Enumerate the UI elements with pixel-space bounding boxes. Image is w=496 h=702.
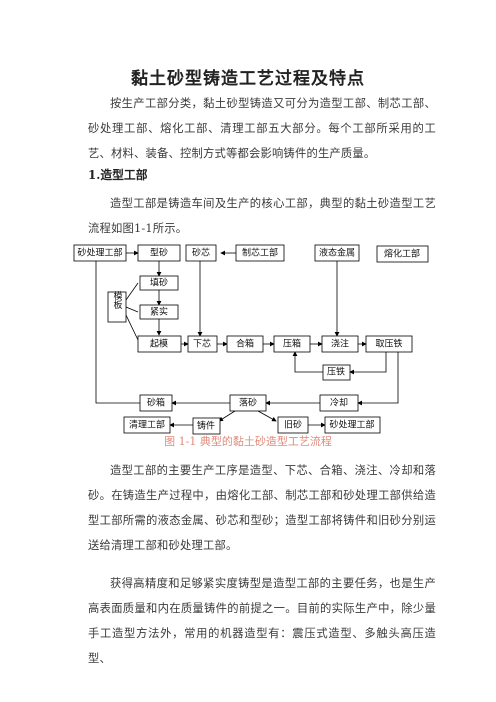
svg-text:液态金属: 液态金属 <box>319 247 355 259</box>
svg-text:合箱: 合箱 <box>236 338 254 350</box>
svg-text:压铁: 压铁 <box>327 366 345 378</box>
node-pattern-plate: 模板 <box>107 291 127 323</box>
svg-text:旧砂: 旧砂 <box>284 419 302 431</box>
svg-text:铸件: 铸件 <box>197 420 215 432</box>
svg-text:压箱: 压箱 <box>283 338 301 350</box>
node-remove-weight: 取压铁 <box>365 335 413 353</box>
molding-methods-paragraph: 获得高精度和足够紧实度铸型是造型工部的主要任务，也是生产高表面质量和内在质量铸件… <box>88 577 436 665</box>
svg-text:填砂: 填砂 <box>150 277 168 289</box>
node-used-sand: 旧砂 <box>277 416 309 434</box>
node-fill-sand: 填砂 <box>139 275 179 291</box>
svg-text:浇注: 浇注 <box>331 338 349 350</box>
svg-text:下芯: 下芯 <box>193 338 211 350</box>
node-shakeout: 落砂 <box>229 394 267 412</box>
node-casting: 铸件 <box>192 417 221 435</box>
node-core-making: 制芯工部 <box>235 244 285 262</box>
node-lift-pattern: 起模 <box>137 335 182 353</box>
svg-text:砂处理工部: 砂处理工部 <box>77 247 122 259</box>
node-sand-processing-top: 砂处理工部 <box>73 244 127 262</box>
node-flask: 砂箱 <box>139 394 173 412</box>
svg-text:砂芯: 砂芯 <box>192 247 210 259</box>
svg-text:砂处理工部: 砂处理工部 <box>329 419 374 431</box>
svg-text:起模: 起模 <box>150 339 168 350</box>
svg-text:制芯工部: 制芯工部 <box>242 247 278 259</box>
node-cleaning: 清理工部 <box>123 416 171 434</box>
node-pour: 浇注 <box>321 335 359 353</box>
node-weight-flask: 压箱 <box>273 335 311 353</box>
svg-text:清理工部: 清理工部 <box>129 419 165 431</box>
node-compaction: 紧实 <box>139 304 179 320</box>
node-close-flask: 合箱 <box>226 335 264 353</box>
svg-text:模板: 模板 <box>112 291 123 310</box>
figure-caption: 图 1-1 典型的黏土砂造型工艺流程 <box>164 435 332 448</box>
node-set-core: 下芯 <box>187 335 218 353</box>
svg-text:紧实: 紧实 <box>150 306 168 318</box>
node-model-sand: 型砂 <box>137 244 181 262</box>
intro-paragraph: 按生产工部分类，黏土砂型铸造又可分为造型工部、制芯工部、砂处理工部、熔化工部、清… <box>88 97 436 160</box>
molding-process-paragraph: 造型工部的主要生产工序是造型、下芯、合箱、浇注、冷却和落砂。在铸造生产过程中，由… <box>88 464 436 552</box>
svg-text:型砂: 型砂 <box>150 247 168 259</box>
node-weight-iron: 压铁 <box>322 364 351 381</box>
document-title: 黏土砂型铸造工艺过程及特点 <box>131 69 365 89</box>
svg-text:冷却: 冷却 <box>330 397 348 409</box>
molding-intro-paragraph: 造型工部是铸造车间及生产的核心工部，典型的黏土砂造型工艺流程如图1-1所示。 <box>88 197 436 235</box>
svg-text:熔化工部: 熔化工部 <box>384 248 420 260</box>
node-sand-core: 砂芯 <box>185 244 217 262</box>
node-sand-processing-bottom: 砂处理工部 <box>324 416 381 434</box>
node-melting: 熔化工部 <box>376 245 429 263</box>
node-liquid-metal: 液态金属 <box>314 244 360 262</box>
svg-text:砂箱: 砂箱 <box>147 397 165 409</box>
svg-text:落砂: 落砂 <box>239 397 257 409</box>
node-cool: 冷却 <box>319 394 359 412</box>
svg-text:取压铁: 取压铁 <box>375 338 402 350</box>
section-heading-molding: 1.造型工部 <box>88 168 148 182</box>
